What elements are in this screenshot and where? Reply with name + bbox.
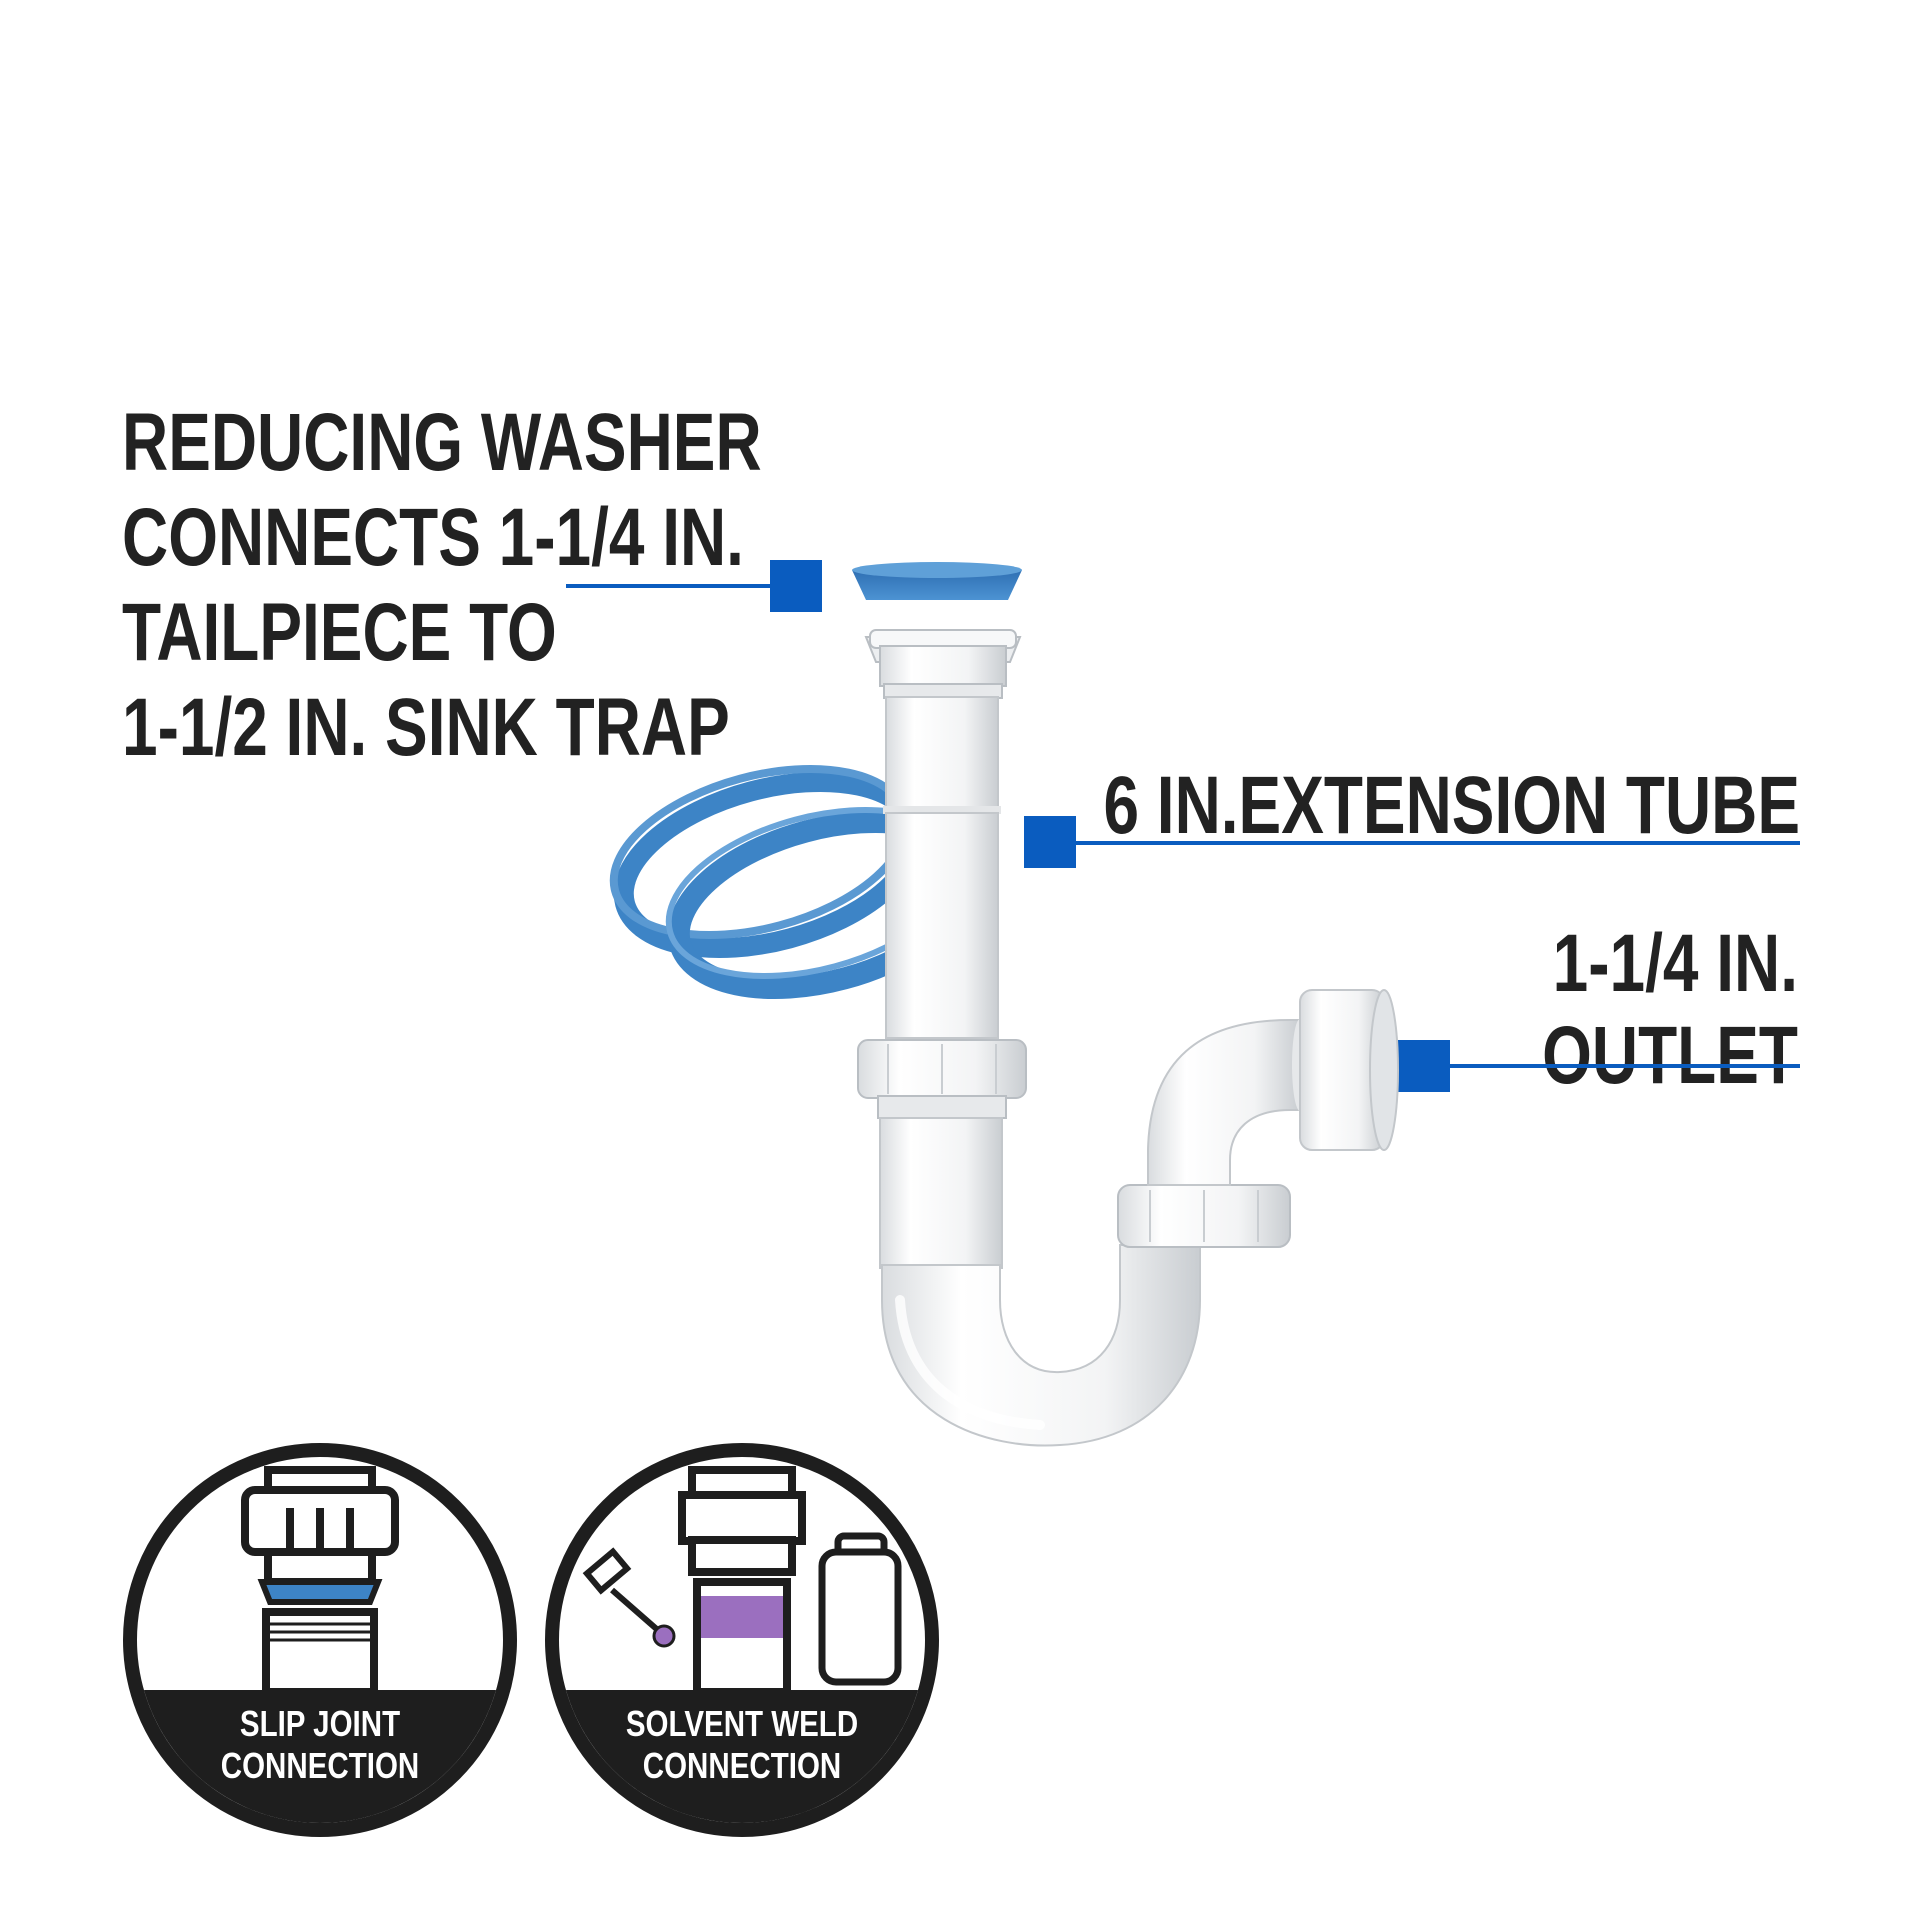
reducing-washer-line-2: CONNECTS 1-1/4 IN. [122,492,744,583]
extension-tube-label: 6 IN.EXTENSION TUBE [1103,760,1800,851]
outlet-marker [1398,1040,1450,1092]
applicator-icon [582,1547,676,1648]
solvent-weld-line-2: CONNECTION [642,1745,842,1786]
washer-icon [257,1579,383,1605]
outlet-elbow [1147,989,1399,1186]
cement-coated-pipe-icon [693,1578,791,1696]
reducing-washer-marker [770,560,822,612]
extension-tube-callout: 6 IN.EXTENSION TUBE [1103,760,1800,852]
solvent-weld-badge-label: SOLVENT WELD CONNECTION [619,1703,865,1787]
reducing-washer-leader-line [566,584,788,588]
threaded-pipe-icon [262,1608,378,1696]
slip-joint-line-2: CONNECTION [220,1745,420,1786]
extension-tube-leader-line [1060,841,1800,845]
j-bend [879,1117,1201,1447]
solvent-weld-line-1: SOLVENT WELD [625,1703,859,1744]
extension-tube [883,696,1001,1039]
cement-can-icon [818,1532,902,1686]
reducing-washer-callout: REDUCING WASHER CONNECTS 1-1/4 IN. TAILP… [122,395,762,775]
outlet-line-1: 1-1/4 IN. [1552,918,1798,1009]
reducing-washer-line-1: REDUCING WASHER [122,397,762,488]
slip-nut-icon [241,1466,399,1586]
outlet-line-2: OUTLET [1542,1010,1798,1101]
middle-slip-nut [857,1039,1027,1119]
extension-tube-marker [1024,816,1076,868]
outlet-leader-line [1430,1064,1800,1068]
trap-slip-nut [1117,1184,1291,1248]
solvent-weld-badge [545,1443,939,1837]
pipe-fitting-icon [678,1466,806,1576]
reducing-washer-line-4: 1-1/2 IN. SINK TRAP [122,682,730,773]
slip-joint-badge [123,1443,517,1837]
slip-joint-line-1: SLIP JOINT [239,1703,401,1744]
top-slip-nut [864,629,1022,699]
outlet-callout: 1-1/4 IN. OUTLET [1542,918,1798,1102]
reducing-washer-line-3: TAILPIECE TO [122,587,557,678]
slip-joint-badge-label: SLIP JOINT CONNECTION [197,1703,443,1787]
reducing-washer [852,562,1022,600]
